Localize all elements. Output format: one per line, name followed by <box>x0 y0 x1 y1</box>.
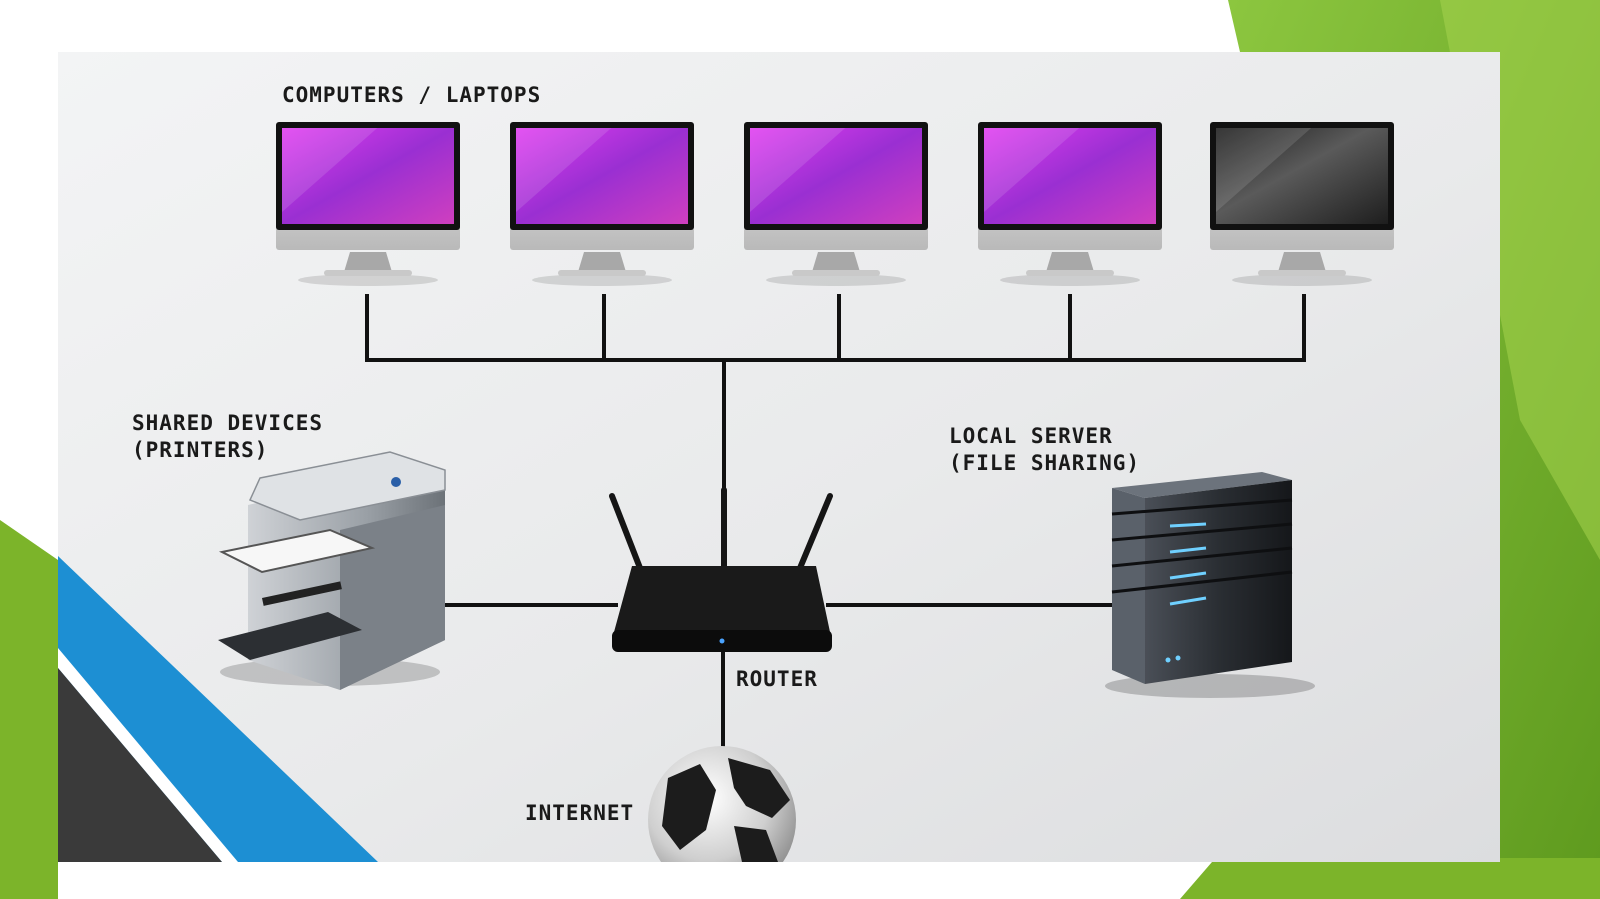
server-status-led <box>1165 657 1171 663</box>
monitor-shadow <box>298 274 438 286</box>
computer-monitor <box>744 122 928 286</box>
globe-continent-2 <box>728 758 790 818</box>
label-computers: COMPUTERS / LAPTOPS <box>282 83 542 107</box>
dark-stripe <box>58 668 222 862</box>
monitor-glare <box>984 128 1080 212</box>
server-top <box>1112 472 1292 498</box>
green-accent-bottom-right-front <box>1180 862 1600 899</box>
label-local-server-sub: (FILE SHARING) <box>949 451 1141 475</box>
monitor-shadow <box>1232 274 1372 286</box>
monitor-stand <box>1278 252 1326 272</box>
monitor-screen <box>750 128 922 224</box>
monitor-shadow <box>532 274 672 286</box>
label-local-server: LOCAL SERVER <box>949 424 1113 448</box>
monitor-base <box>1026 270 1114 276</box>
router-body <box>614 566 830 632</box>
router-antenna-left <box>609 493 643 571</box>
panel-corner-stripes <box>58 556 378 862</box>
printer-output-tray <box>218 612 362 660</box>
router-led <box>719 638 725 644</box>
computer-monitor <box>978 122 1162 286</box>
server-status-led-2 <box>1175 655 1181 661</box>
monitor-shadow <box>766 274 906 286</box>
label-router: ROUTER <box>736 667 818 691</box>
computers-group <box>276 122 1394 286</box>
monitor-stand <box>1046 252 1094 272</box>
server-front <box>1112 488 1145 684</box>
globe-continent-3 <box>734 826 778 862</box>
monitor-base <box>1258 270 1346 276</box>
monitor-stand <box>578 252 626 272</box>
green-accent-left <box>0 520 58 899</box>
server-drive-bays <box>1111 498 1293 594</box>
white-stripe <box>58 648 238 862</box>
label-internet: INTERNET <box>525 801 635 825</box>
monitor-glare <box>516 128 612 212</box>
printer-slot <box>261 581 342 606</box>
label-shared-devices: SHARED DEVICES <box>132 411 324 435</box>
printer-paper-tray <box>218 528 376 574</box>
computer-monitor <box>1210 122 1394 286</box>
monitor-glare <box>282 128 378 212</box>
monitor-screen <box>282 128 454 224</box>
monitor-base <box>558 270 646 276</box>
monitor-screen <box>516 128 688 224</box>
label-shared-devices-sub: (PRINTERS) <box>132 438 269 462</box>
server-device <box>1105 472 1315 698</box>
monitor-base <box>324 270 412 276</box>
monitor-stand <box>344 252 392 272</box>
computer-monitor <box>510 122 694 286</box>
monitor-glare <box>750 128 846 212</box>
server-side <box>1145 480 1292 684</box>
printer-front-panel <box>340 505 445 690</box>
internet-globe <box>648 746 796 894</box>
monitor-shadow <box>1000 274 1140 286</box>
computer-monitor <box>276 122 460 286</box>
green-accent-left-front <box>0 862 58 899</box>
router-antenna-right <box>797 493 833 571</box>
globe-continent-1 <box>662 764 716 850</box>
printer-lid <box>248 451 446 521</box>
monitor-stand <box>812 252 860 272</box>
monitor-screen <box>984 128 1156 224</box>
server-lights <box>1169 522 1207 606</box>
router-device <box>609 487 833 652</box>
printer-device <box>218 451 446 690</box>
printer-button <box>391 477 401 487</box>
monitor-screen <box>1216 128 1388 224</box>
monitor-base <box>792 270 880 276</box>
monitor-glare <box>1216 128 1312 212</box>
